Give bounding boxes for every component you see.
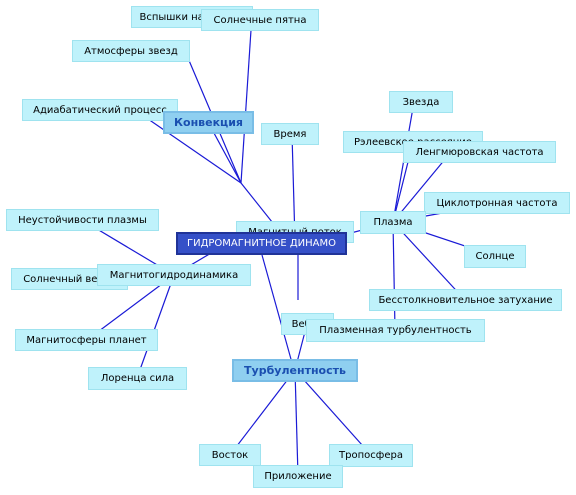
category-convection[interactable]: Конвекция bbox=[163, 111, 254, 134]
node-time[interactable]: Время bbox=[261, 123, 319, 145]
node-magnetohydrodynamics[interactable]: Магнитогидродинамика bbox=[97, 264, 251, 286]
root-node[interactable]: ГИДРОМАГНИТНОЕ ДИНАМО bbox=[176, 232, 347, 255]
connector-line bbox=[229, 369, 296, 456]
connector-line bbox=[261, 254, 295, 371]
category-turbulence[interactable]: Турбулентность bbox=[232, 359, 358, 382]
connector-line bbox=[294, 369, 372, 456]
node-planetary-magnetospheres[interactable]: Магнитосферы планет bbox=[15, 329, 158, 351]
node-lorentz-force[interactable]: Лоренца сила bbox=[88, 367, 187, 390]
node-collisionless-damping[interactable]: Бесстолкновительное затухание bbox=[369, 289, 562, 311]
node-sun[interactable]: Солнце bbox=[464, 245, 526, 268]
node-plasma-turbulence[interactable]: Плазменная турбулентность bbox=[306, 319, 485, 342]
node-cyclotron-frequency[interactable]: Циклотронная частота bbox=[424, 192, 570, 214]
node-langmuir-frequency[interactable]: Ленгмюровская частота bbox=[403, 141, 556, 163]
node-east[interactable]: Восток bbox=[199, 444, 261, 466]
node-troposphere[interactable]: Тропосфера bbox=[329, 444, 413, 467]
connector-line bbox=[294, 369, 299, 477]
node-plasma[interactable]: Плазма bbox=[360, 211, 426, 234]
connector-line bbox=[134, 109, 242, 184]
connector-line bbox=[136, 274, 175, 379]
node-stellar-atmospheres[interactable]: Атмосферы звезд bbox=[72, 40, 190, 62]
node-star[interactable]: Звезда bbox=[389, 91, 453, 113]
node-sunspots[interactable]: Солнечные пятна bbox=[201, 9, 319, 31]
connector-line bbox=[392, 221, 396, 331]
connector-line bbox=[392, 151, 452, 223]
node-appendix[interactable]: Приложение bbox=[253, 465, 343, 488]
node-plasma-instabilities[interactable]: Неустойчивости плазмы bbox=[6, 209, 159, 231]
connector-line bbox=[392, 221, 466, 301]
connector-line bbox=[240, 29, 252, 184]
node-adiabatic-process[interactable]: Адиабатический процесс bbox=[22, 99, 178, 121]
